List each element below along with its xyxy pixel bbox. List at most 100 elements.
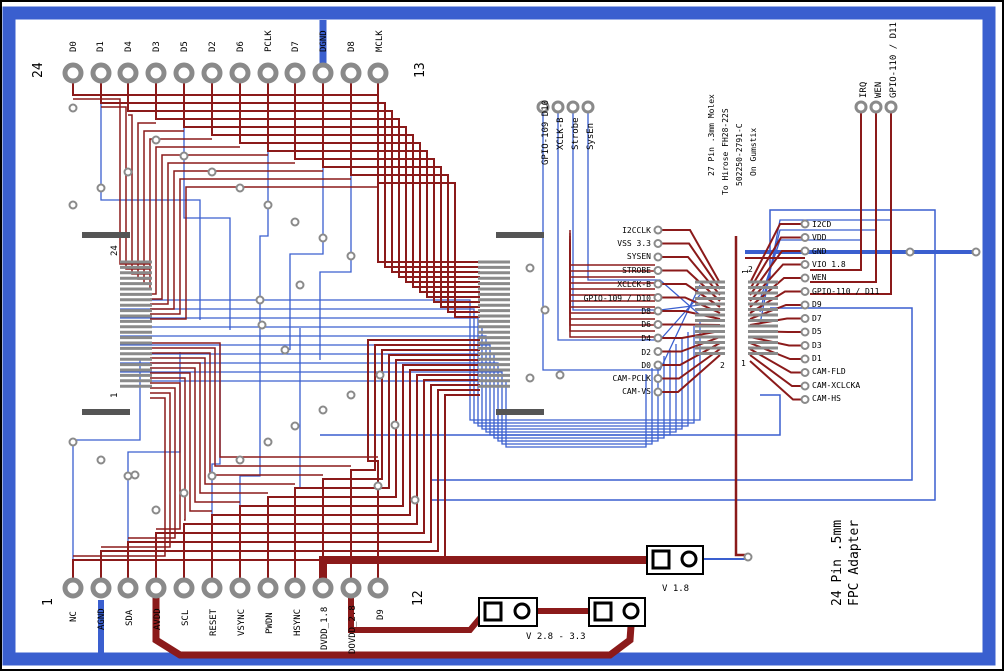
jumper-pad-square	[593, 601, 613, 622]
header-pad-bottom	[284, 577, 306, 599]
conn-pin-mark: 1	[741, 359, 746, 368]
trace	[120, 299, 701, 421]
conn-label-pad	[653, 252, 663, 262]
trace	[150, 154, 268, 300]
mid-pin-label: XCLK-B	[556, 117, 566, 150]
small-pad	[581, 100, 595, 114]
jumper-pad-square	[483, 601, 503, 622]
trace	[120, 374, 647, 448]
vias	[68, 103, 981, 562]
header-pad-top	[229, 62, 251, 84]
trace	[150, 170, 323, 310]
conn-label: D3	[812, 341, 822, 350]
conn-label-pad	[653, 360, 663, 370]
via	[525, 263, 535, 273]
trace	[267, 359, 480, 578]
conn-label-pad	[653, 266, 663, 275]
jumper-v18: V 1.8	[646, 545, 704, 594]
via	[318, 405, 328, 415]
small-pad	[884, 100, 898, 114]
trace	[367, 339, 480, 578]
trace	[128, 387, 176, 539]
header-pad-top	[62, 62, 84, 84]
header-pad-top	[367, 62, 389, 84]
via	[96, 183, 106, 193]
conn-label: CAM-HS	[812, 394, 841, 403]
trace	[749, 236, 805, 290]
header-pad-bottom	[90, 577, 112, 599]
trace	[150, 357, 295, 485]
header-pad-bottom	[201, 577, 223, 599]
via	[290, 217, 300, 227]
conn-label-pad	[800, 219, 810, 229]
bottom-pin-label: RESET	[209, 608, 219, 636]
trace	[150, 186, 378, 320]
board-title-line2: FPC Adapter	[847, 520, 862, 606]
conn-label: WEN	[812, 273, 827, 282]
conn-label-pad	[800, 327, 810, 337]
header-pad-top	[173, 62, 195, 84]
trace	[150, 342, 378, 458]
conn-label-pad	[800, 314, 810, 323]
header-pad-bottom	[62, 577, 84, 599]
conn-pin-mark: 2	[748, 265, 753, 274]
via	[280, 345, 290, 355]
header-pad-top	[340, 62, 362, 84]
board-title-line1: 24 Pin .5mm	[830, 520, 845, 606]
trace	[322, 349, 480, 578]
header-pad-bottom	[340, 577, 362, 599]
conn-label-pad	[800, 395, 810, 404]
via	[68, 200, 78, 210]
trace	[150, 178, 351, 315]
trace	[655, 330, 721, 339]
trace	[350, 344, 480, 578]
via	[555, 370, 565, 380]
header-pad-top	[201, 62, 223, 84]
jumper-label: V 1.8	[662, 584, 689, 594]
pin-number-1: 1	[41, 598, 56, 606]
trace	[150, 382, 181, 530]
via	[257, 320, 267, 330]
trace	[101, 392, 171, 548]
fpc-pin-24-label: 24	[110, 245, 120, 256]
conn-label-pad	[653, 320, 663, 329]
jumper-pad-round	[622, 602, 640, 620]
header-pad-top	[90, 62, 112, 84]
conn-label: D7	[812, 314, 822, 323]
via	[207, 471, 217, 481]
trace	[120, 335, 677, 433]
bottom-pin-label: AVDD	[153, 608, 163, 630]
trace	[430, 209, 936, 501]
via	[263, 200, 273, 210]
header-pad-bottom	[117, 577, 139, 599]
jumper-label: V 2.8 - 3.3	[526, 632, 586, 642]
conn-label: VIO 1.8	[812, 260, 846, 269]
trace	[150, 372, 212, 512]
trace	[655, 348, 721, 380]
via	[235, 183, 245, 193]
trace	[127, 384, 480, 578]
trace	[749, 336, 805, 347]
conn-label-pad	[653, 347, 663, 356]
conn-pin-mark: 2	[720, 361, 725, 370]
mid-pin-label: GPIO-109 D10	[541, 100, 551, 165]
small-pad	[854, 100, 868, 114]
trace	[542, 110, 701, 371]
header-pad-bottom	[229, 577, 251, 599]
mid-pin-label: SysEn	[586, 123, 596, 150]
top-pin-label: D1	[96, 41, 106, 52]
trace	[239, 364, 480, 578]
note-line: On Gumstix	[749, 128, 758, 176]
conn-label: VDD	[812, 233, 827, 242]
pin-number-12: 12	[411, 590, 426, 606]
bottom-pin-label: NC	[69, 611, 79, 622]
via	[96, 455, 106, 465]
trace	[810, 110, 892, 295]
top-pin-label: D5	[180, 41, 190, 52]
trace	[150, 146, 240, 295]
top-pin-label: MCLK	[375, 30, 385, 52]
jumper-pad-round	[680, 550, 698, 568]
trace	[320, 394, 781, 436]
trace	[120, 326, 683, 430]
trace	[120, 308, 695, 424]
